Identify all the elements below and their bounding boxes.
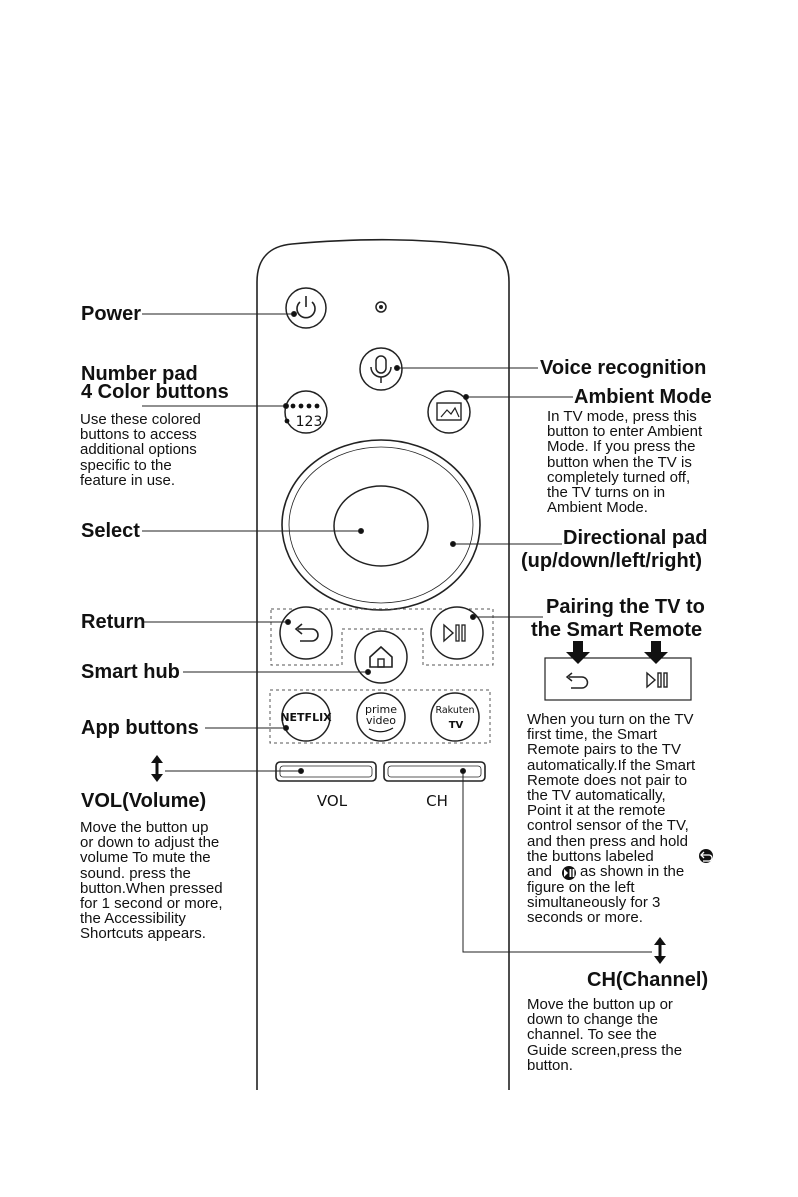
color-dots-icon <box>284 403 320 424</box>
power-icon <box>296 301 316 319</box>
ch-updown-arrow-icon <box>654 937 666 964</box>
smart-hub-button[interactable] <box>354 630 408 684</box>
pairing-label: Pairing the TV to <box>546 596 705 618</box>
vol-title: VOL(Volume) <box>81 790 207 812</box>
rakuten-logo-line1: Rakuten <box>435 705 474 716</box>
voice-button[interactable] <box>359 347 403 391</box>
rakuten-logo-line2: TV <box>449 720 464 731</box>
ambient-mode-label: Ambient Mode <box>574 386 712 408</box>
pairing-description: When you turn on the TV first time, the … <box>527 711 696 865</box>
app-buttons-label: App buttons <box>81 717 199 739</box>
directional-pad-label: Directional pad <box>563 527 708 549</box>
pairing-description-and: and <box>527 863 553 880</box>
ambient-button[interactable] <box>427 390 471 434</box>
ir-sensor <box>375 301 387 313</box>
down-arrow-icon <box>566 641 590 664</box>
return-button[interactable] <box>279 606 333 660</box>
return-icon <box>565 672 589 689</box>
number-button-label: 123 <box>296 414 323 430</box>
prime-logo-line2: video <box>366 714 396 727</box>
pairing-description-shown: as shown in the <box>580 863 685 880</box>
rakuten-button[interactable]: Rakuten TV <box>430 692 480 742</box>
number-pad-button[interactable]: 123 <box>284 390 328 434</box>
inline-return-glyph-icon <box>699 849 713 863</box>
ch-description: Move the button up or down to change the… <box>527 996 683 1074</box>
pairing-sublabel: the Smart Remote <box>531 619 703 641</box>
remote-body-outline <box>256 238 510 1090</box>
microphone-icon <box>370 355 392 383</box>
ambient-icon <box>436 402 462 421</box>
leader-lines <box>142 311 652 953</box>
vol-rocker-label: VOL <box>317 792 348 810</box>
ch-rocker-label: CH <box>426 792 448 810</box>
playpause-button[interactable] <box>430 606 484 660</box>
smart-hub-label: Smart hub <box>81 661 180 683</box>
return-icon <box>294 623 319 642</box>
return-label: Return <box>81 611 146 633</box>
return-playpause-dashed-box <box>270 608 494 666</box>
pairing-illustration <box>544 641 692 701</box>
ch-title: CH(Channel) <box>587 969 709 991</box>
prime-logo-line1: prime <box>365 703 397 716</box>
select-button[interactable] <box>333 485 429 567</box>
power-button[interactable] <box>285 287 327 329</box>
directional-pad-sublabel: (up/down/left/right) <box>521 550 703 572</box>
ambient-description: In TV mode, press this button to enter A… <box>547 408 703 517</box>
home-icon <box>369 645 393 668</box>
inline-playpause-glyph-icon <box>562 866 576 880</box>
number-pad-description: Use these colored buttons to access addi… <box>80 411 201 489</box>
playpause-icon <box>646 671 668 689</box>
vol-updown-arrow-icon <box>151 755 163 782</box>
voice-recognition-label: Voice recognition <box>540 357 707 379</box>
down-arrow-icon <box>644 641 668 664</box>
netflix-button[interactable]: NETFLIX <box>280 692 332 742</box>
number-pad-label: Number pad <box>81 363 198 385</box>
prime-video-button[interactable]: prime video <box>356 692 406 742</box>
ch-rocker[interactable] <box>383 761 486 782</box>
power-label: Power <box>81 303 142 325</box>
color-buttons-label: 4 Color buttons <box>81 381 229 403</box>
pairing-description-end: figure on the left simultaneously for 3 … <box>527 879 661 927</box>
app-buttons-dashed-box <box>269 689 491 744</box>
select-label: Select <box>81 520 140 542</box>
vol-description: Move the button up or down to adjust the… <box>80 819 223 943</box>
netflix-logo: NETFLIX <box>280 711 332 724</box>
playpause-icon <box>443 623 466 643</box>
